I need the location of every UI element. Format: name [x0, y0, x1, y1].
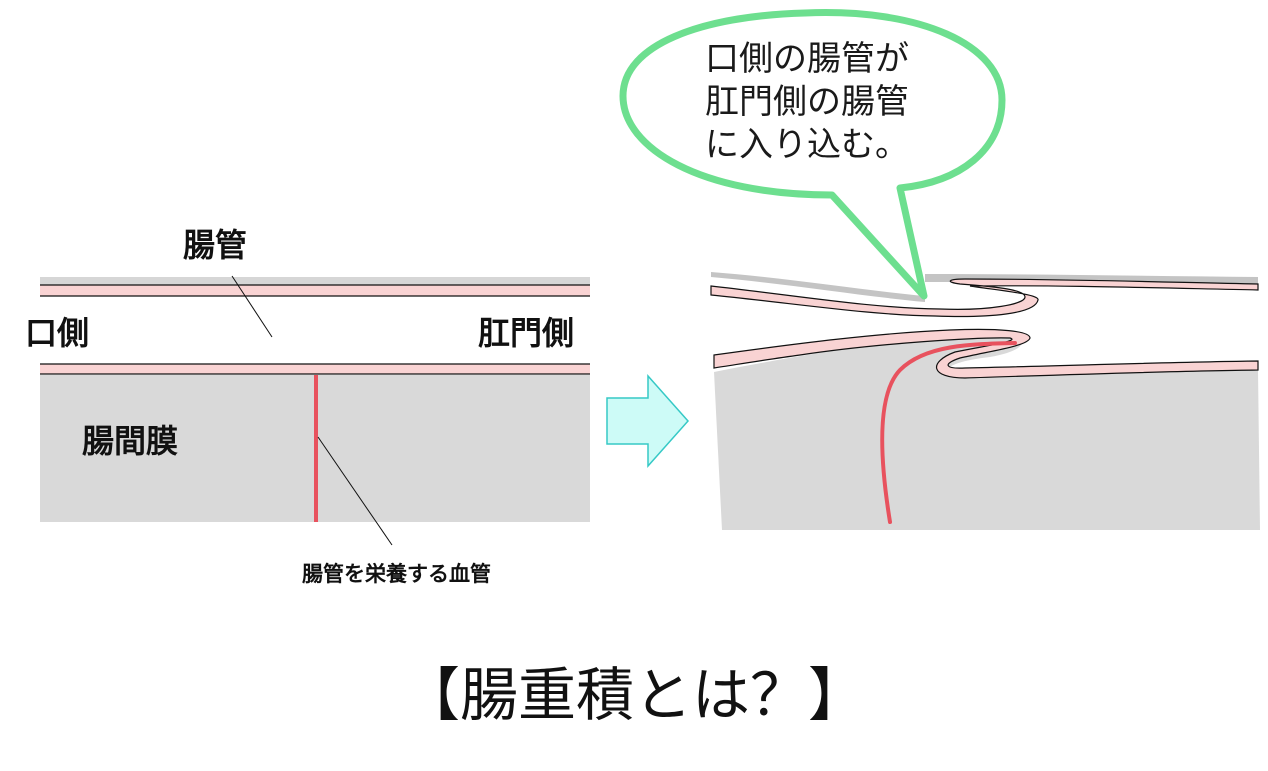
speech-bubble: 口側の腸管が 肛門側の腸管 に入り込む。: [619, 9, 1006, 300]
oral-side-label: 口側: [25, 314, 89, 352]
anal-side-label: 肛門側: [478, 314, 574, 352]
curved-blood-vessel: [880, 341, 1017, 524]
bubble-text-line1: 口側の腸管が: [705, 39, 909, 79]
bubble-text-line3: に入り込む。: [705, 125, 909, 165]
lower-telescoped-wall: [713, 328, 1259, 379]
mesentery-label: 腸間膜: [82, 422, 178, 460]
intussusception-panel: [710, 272, 1260, 530]
intussusception-mesentery: [714, 334, 1260, 530]
vessel-leader-line: [317, 436, 393, 546]
vessel-label: 腸管を栄養する血管: [302, 562, 491, 586]
intestine-leader-line: [231, 275, 273, 338]
upper-intestine-wall: [40, 285, 590, 296]
right-arrow-icon: [606, 374, 690, 468]
bubble-text-line2: 肛門側の腸管: [705, 82, 909, 122]
speech-bubble-shape: [619, 9, 1006, 300]
normal-intestine-panel: 腸管 口側 肛門側 腸間膜 腸管を栄養する血管: [25, 226, 590, 586]
page-title: 【腸重積とは？】: [402, 661, 866, 729]
lower-intestine-wall: [40, 364, 590, 374]
upper-folded-wall: [710, 278, 1259, 318]
upper-left-shadow: [711, 272, 925, 302]
upper-intestine-wall-shadow: [40, 277, 590, 285]
intestine-label: 腸管: [183, 226, 247, 264]
